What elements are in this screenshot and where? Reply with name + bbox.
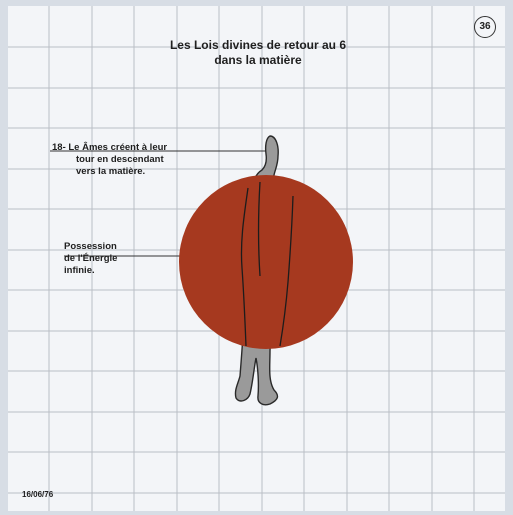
souls-annotation-line-3: vers la matière. <box>76 166 145 178</box>
energy-sphere <box>179 175 353 349</box>
energy-annotation-line-2: de l'Énergie <box>64 253 117 265</box>
souls-annotation-line-1: 18- Le Âmes créent à leur <box>52 142 167 154</box>
date-stamp: 16/06/76 <box>22 490 53 500</box>
diagram-page: 36 Les Lois divines de retour au 6 dans … <box>8 6 505 511</box>
souls-annotation-line-2: tour en descendant <box>76 154 164 166</box>
energy-annotation-line-3: infinie. <box>64 265 95 277</box>
energy-annotation-line-1: Possession <box>64 241 117 253</box>
